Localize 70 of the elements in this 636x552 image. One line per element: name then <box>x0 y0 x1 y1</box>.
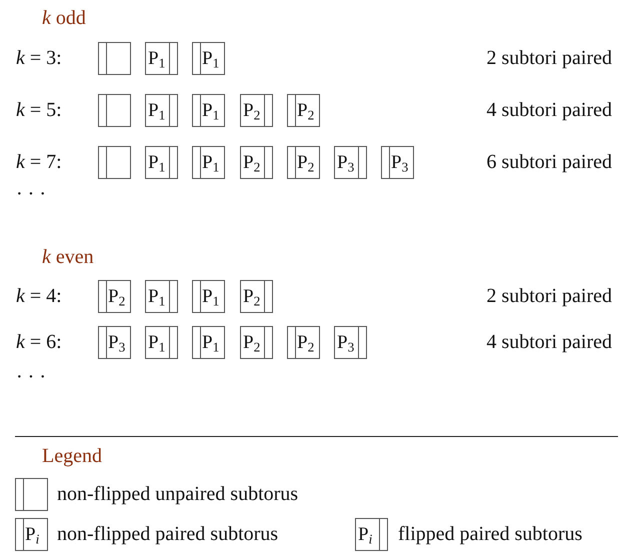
subtorus-label: P$_{1}$ <box>148 152 166 174</box>
paired-subtorus-box <box>240 280 273 313</box>
subtorus-label: P$_{1}$ <box>202 100 220 122</box>
legend-text: non-flipped unpaired subtorus <box>57 482 298 506</box>
paired-subtorus-box <box>192 326 225 359</box>
row-label: k = 4: <box>16 284 62 308</box>
subtorus-label: P$_{2}$ <box>243 286 260 308</box>
subtorus-label: P$_{2}$ <box>297 332 314 354</box>
section-heading: k even <box>42 245 94 269</box>
paired-subtorus-box <box>145 326 178 359</box>
subtorus-label: P$_{2}$ <box>243 100 260 122</box>
subtorus-label: P$_{3}$ <box>108 332 126 354</box>
section-heading: k odd <box>42 6 86 30</box>
subtorus-label: P$_{1}$ <box>202 152 220 174</box>
paired-subtorus-box <box>287 94 320 127</box>
paired-subtorus-box <box>192 42 225 75</box>
paired-count: 2 subtori paired <box>486 46 612 70</box>
subtorus-label: P$_{2}$ <box>243 152 260 174</box>
unpaired-subtorus-box <box>98 94 131 127</box>
paired-subtorus-box <box>355 518 388 551</box>
paired-subtorus-box <box>192 146 225 179</box>
paired-subtorus-box <box>287 326 320 359</box>
paired-subtorus-box <box>15 518 48 551</box>
subtorus-label: P$_{2}$ <box>297 100 314 122</box>
paired-count: 2 subtori paired <box>486 284 612 308</box>
paired-subtorus-box <box>192 94 225 127</box>
subtorus-label: P$_{1}$ <box>148 48 166 70</box>
ellipsis: · · · <box>16 365 46 389</box>
subtorus-label: P$_{3}$ <box>337 152 354 174</box>
subtorus-label: P$_{i}$ <box>25 524 40 546</box>
paired-subtorus-box <box>98 326 131 359</box>
subtorus-label: P$_{1}$ <box>148 332 166 354</box>
subtorus-label: P$_{1}$ <box>202 286 220 308</box>
subtorus-label: P$_{2}$ <box>108 286 126 308</box>
paired-subtorus-box <box>240 94 273 127</box>
paired-subtorus-box <box>240 326 273 359</box>
subtorus-label: P$_{3}$ <box>391 152 408 174</box>
subtorus-label: P$_{3}$ <box>337 332 354 354</box>
row-label: k = 3: <box>16 46 62 70</box>
paired-subtorus-box <box>145 94 178 127</box>
unpaired-subtorus-box <box>98 42 131 75</box>
paired-subtorus-box <box>145 42 178 75</box>
subtorus-label: P$_{1}$ <box>202 332 220 354</box>
subtorus-label: P$_{1}$ <box>148 286 166 308</box>
subtorus-label: P$_{1}$ <box>202 48 220 70</box>
ellipsis: · · · <box>16 182 46 206</box>
subtorus-label: P$_{2}$ <box>243 332 260 354</box>
row-label: k = 5: <box>16 98 62 122</box>
paired-subtorus-box <box>287 146 320 179</box>
paired-subtorus-box <box>334 146 367 179</box>
paired-subtorus-box <box>240 146 273 179</box>
paired-subtorus-box <box>381 146 414 179</box>
legend-text: non-flipped paired subtorus <box>57 522 278 546</box>
paired-count: 4 subtori paired <box>486 330 612 354</box>
unpaired-subtorus-box <box>98 146 131 179</box>
subtorus-label: P$_{1}$ <box>148 100 166 122</box>
section-heading: Legend <box>42 444 102 468</box>
subtorus-label: P$_{2}$ <box>297 152 314 174</box>
paired-subtorus-box <box>98 280 131 313</box>
paired-subtorus-box <box>192 280 225 313</box>
paired-subtorus-box <box>145 280 178 313</box>
legend-text: flipped paired subtorus <box>398 522 582 546</box>
paired-count: 4 subtori paired <box>486 98 612 122</box>
paired-subtorus-box <box>334 326 367 359</box>
paired-subtorus-box <box>145 146 178 179</box>
paired-count: 6 subtori paired <box>486 150 612 174</box>
row-label: k = 7: <box>16 150 62 174</box>
subtorus-label: P$_{i}$ <box>358 524 372 546</box>
row-label: k = 6: <box>16 330 62 354</box>
unpaired-subtorus-box <box>15 478 48 511</box>
